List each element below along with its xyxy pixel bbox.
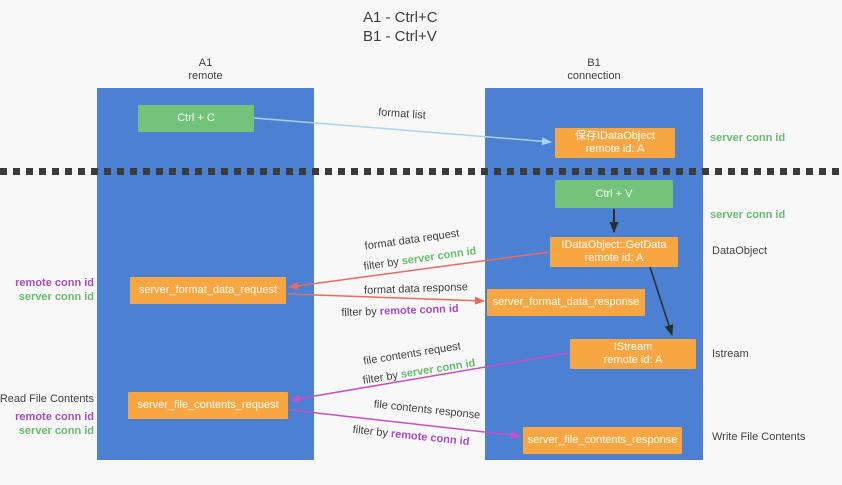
node-server-format-data-request-label: server_format_data_request (138, 284, 278, 296)
filter-by-text: filter by (341, 305, 378, 320)
side-label-read-file-contents: Read File Contents (0, 393, 94, 405)
lane-header-b1: B1 connection (485, 57, 703, 83)
node-istream-line2: remote id: A (603, 354, 663, 366)
side-label-write-file-contents: Write File Contents (712, 431, 806, 443)
node-server-format-data-request: server_format_data_request (130, 277, 286, 304)
node-server-file-contents-request-label: server_file_contents_request (137, 399, 279, 411)
remote-conn-id-text: remote conn id (379, 302, 459, 318)
node-ctrl-c: Ctrl + C (138, 105, 254, 132)
phase-separator-dotted-line (0, 168, 842, 175)
diagram-title: A1 - Ctrl+C B1 - Ctrl+V (363, 8, 438, 46)
node-idataobject-getdata: IDataObject::GetData remote id: A (550, 237, 678, 267)
node-idataobject-getdata-line1: IDataObject::GetData (561, 239, 667, 251)
side-label-istream: Istream (712, 348, 749, 360)
side-label-server-conn-id-1: server conn id (18, 291, 94, 303)
filter-by-text: filter by (352, 423, 389, 440)
node-ctrl-v: Ctrl + V (555, 180, 673, 208)
server-conn-id-text: server conn id (400, 245, 478, 268)
lane-a1-name: A1 (198, 57, 213, 69)
side-label-dataobject: DataObject (712, 245, 768, 257)
node-server-file-contents-response-label: server_file_contents_response (527, 434, 678, 446)
side-label-server-conn-id-2: server conn id (18, 425, 94, 437)
node-idataobject-getdata-line2: remote id: A (584, 252, 644, 264)
server-conn-id-text: server conn id (399, 357, 477, 381)
node-istream: IStream remote id: A (570, 339, 696, 369)
lane-a1-role: remote (188, 70, 223, 82)
node-server-file-contents-response: server_file_contents_response (523, 427, 682, 454)
node-server-file-contents-request: server_file_contents_request (128, 392, 288, 419)
filter-by-text: filter by (362, 256, 400, 273)
edge-label-format-list: format list (377, 106, 427, 122)
node-save-idataobject: 保存IDataObject remote id: A (555, 128, 675, 158)
node-ctrl-v-label: Ctrl + V (595, 187, 633, 200)
lane-b1-name: B1 (587, 57, 601, 69)
node-save-idataobject-line1: 保存IDataObject (574, 130, 656, 142)
node-save-idataobject-line2: remote id: A (585, 143, 645, 155)
node-server-format-data-response-label: server_format_data_response (492, 296, 640, 308)
remote-conn-id-text: remote conn id (390, 427, 470, 449)
side-label-remote-conn-id-1: remote conn id (15, 277, 94, 289)
lane-b1-role: connection (567, 70, 621, 82)
node-server-format-data-response: server_format_data_response (487, 289, 645, 316)
edge-label-format-data-response: format data response (363, 281, 469, 297)
side-label-server-conn-id-mid: server conn id (710, 209, 786, 221)
node-ctrl-c-label: Ctrl + C (177, 112, 215, 124)
lane-header-a1: A1 remote (97, 57, 314, 83)
side-label-server-conn-id-top: server conn id (710, 132, 786, 144)
title-line-2: B1 - Ctrl+V (363, 28, 437, 45)
filter-by-text: filter by (361, 369, 399, 387)
title-line-1: A1 - Ctrl+C (363, 9, 438, 26)
side-label-remote-conn-id-2: remote conn id (15, 411, 94, 423)
node-istream-line1: IStream (613, 341, 653, 353)
edge-label-file-contents-response: file contents response (373, 398, 481, 422)
